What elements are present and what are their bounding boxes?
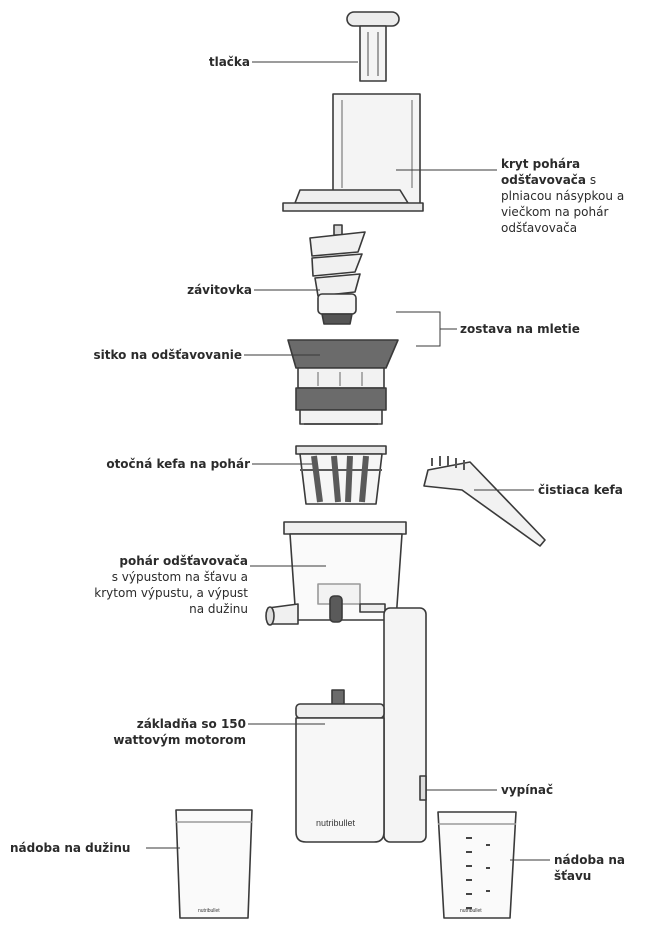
label-base-text: základňa so 150 wattovým motorom <box>113 717 246 747</box>
label-switch-text: vypínač <box>501 783 554 797</box>
label-plunger-text: tlačka <box>208 55 250 69</box>
motor-base-part <box>295 607 427 843</box>
label-cleaning-brush-text: čistiaca kefa <box>538 483 623 497</box>
label-assembly-text: zostava na mletie <box>460 322 580 336</box>
label-strainer-text: sitko na odšťavovanie <box>93 348 242 362</box>
bowl-part <box>265 521 407 626</box>
label-bowl: pohár odšťavovača s výpustom na šťavu a … <box>78 553 248 617</box>
strainer-part <box>287 339 399 425</box>
label-base: základňa so 150 wattovým motorom <box>96 716 246 748</box>
base-brand-logo: nutribullet <box>316 818 356 828</box>
juice-container-part <box>437 811 517 919</box>
cleaning-brush-part <box>423 456 546 547</box>
label-cleaning-brush: čistiaca kefa <box>538 482 643 498</box>
plunger-part <box>346 11 400 82</box>
brush-basket-part <box>295 445 387 505</box>
label-switch: vypínač <box>501 782 581 798</box>
label-pulp-container: nádoba na dužinu <box>10 840 146 856</box>
label-strainer: sitko na odšťavovanie <box>60 347 242 363</box>
leader-lines <box>146 61 550 861</box>
juice-brand-logo: nutribullet <box>460 908 482 914</box>
label-lid: kryt pohára odšťavovača s plniacou násyp… <box>501 156 641 236</box>
label-bowl-rest: s výpustom na šťavu a krytom výpustu, a … <box>94 570 248 616</box>
label-juice-container-text: nádoba na šťavu <box>554 853 625 883</box>
label-plunger: tlačka <box>150 54 250 70</box>
pulp-container-part <box>175 809 253 919</box>
label-pulp-container-text: nádoba na dužinu <box>10 841 131 855</box>
label-lid-rest: s plniacou násypkou a viečkom na pohár o… <box>501 173 625 235</box>
label-assembly: zostava na mletie <box>460 321 610 337</box>
pulp-brand-logo: nutribullet <box>198 908 220 914</box>
label-auger-text: závitovka <box>187 283 252 297</box>
label-brush-basket: otočná kefa na pohár <box>60 456 250 472</box>
label-auger: závitovka <box>150 282 252 298</box>
auger-part <box>309 224 366 325</box>
label-brush-basket-text: otočná kefa na pohár <box>106 457 250 471</box>
label-bowl-bold: pohár odšťavovača <box>119 554 248 568</box>
label-lid-bold: kryt pohára odšťavovača <box>501 157 587 187</box>
label-juice-container: nádoba na šťavu <box>554 852 642 884</box>
lid-part <box>282 93 424 212</box>
